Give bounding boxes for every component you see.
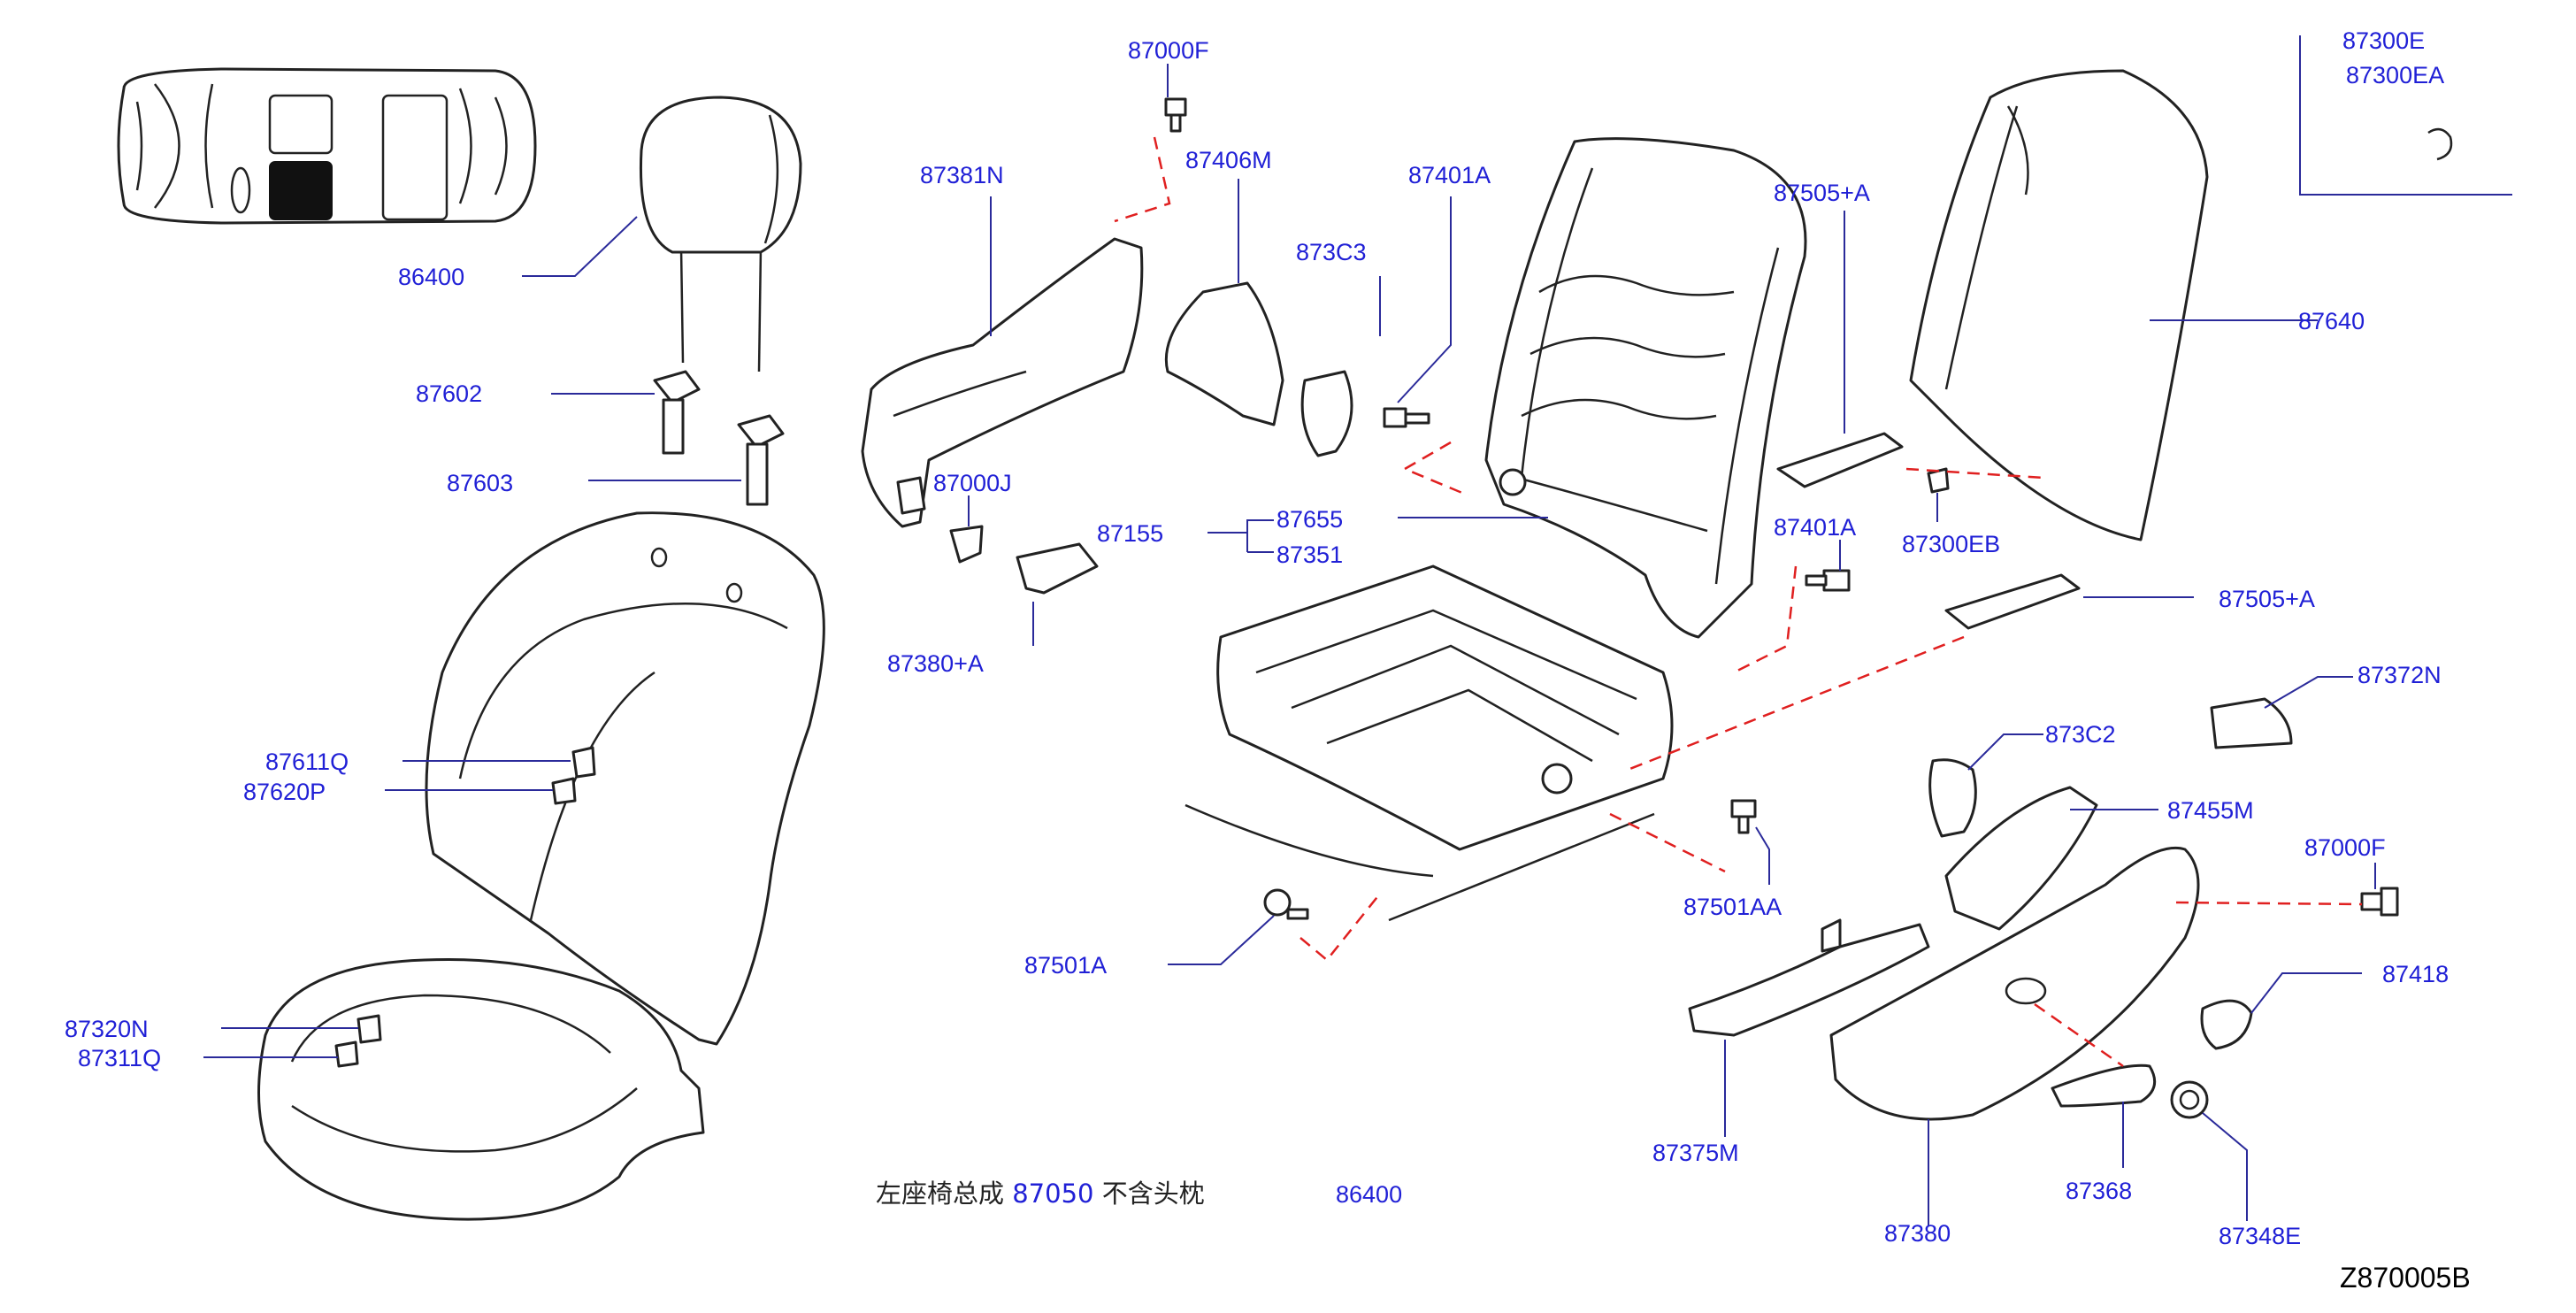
seatback-board [1909,69,2209,541]
screw-87501AA [1730,799,1757,834]
seatback-cover [425,511,825,1046]
part-label-87000F-right[interactable]: 87000F [2304,834,2386,861]
headrest-part [639,96,802,372]
part-label-87311Q[interactable]: 87311Q [78,1045,162,1071]
part-label-87372N[interactable]: 87372N [2358,662,2442,688]
bracket-87406M [1164,281,1284,426]
car-locator-icon [117,67,537,225]
part-label-87505A-mid[interactable]: 87505+A [2219,586,2315,612]
part-label-87155[interactable]: 87155 [1097,520,1164,547]
part-label-87368[interactable]: 87368 [2066,1178,2133,1204]
cap-87372N [2210,697,2293,749]
lever-cover-87505A-top [1776,432,1904,488]
part-label-87501AA[interactable]: 87501AA [1683,894,1782,920]
part-label-87501A[interactable]: 87501A [1024,952,1108,979]
part-label-87375M[interactable]: 87375M [1652,1140,1739,1166]
finisher-87375M [1688,918,1930,1037]
assembly-note-prefix: 左座椅总成 [876,1179,1005,1209]
part-label-873C2[interactable]: 873C2 [2045,721,2116,748]
bolt-87401A-top [1383,407,1430,428]
cover-873C2 [1928,758,1977,838]
assembly-note-number[interactable]: 87050 [1012,1179,1094,1209]
lever-87368 [2051,1063,2157,1108]
ring-87300E [2427,127,2453,161]
headrest-guide-87602 [653,370,701,455]
seatback-frame [1484,137,1807,639]
part-label-87300E[interactable]: 87300E [2342,27,2426,54]
clip-87000J [949,525,984,564]
part-label-87380[interactable]: 87380 [1884,1220,1951,1247]
part-label-87300EA[interactable]: 87300EA [2346,62,2445,88]
part-label-86400-note[interactable]: 86400 [1336,1181,1403,1208]
part-label-87406M[interactable]: 87406M [1185,147,1272,173]
side-shield-outer [1829,846,2200,1121]
part-label-87000J[interactable]: 87000J [933,470,1012,496]
part-label-87640[interactable]: 87640 [2298,308,2365,334]
bezel-87380A [1016,542,1099,595]
part-label-87000F[interactable]: 87000F [1128,37,1209,64]
part-label-87380A[interactable]: 87380+A [887,650,984,677]
knob-87418 [2200,999,2253,1050]
part-label-87655[interactable]: 87655 [1276,506,1344,533]
part-label-873C3[interactable]: 873C3 [1296,239,1367,265]
part-label-87620P[interactable]: 87620P [243,779,326,805]
part-label-87351[interactable]: 87351 [1276,541,1344,568]
reference-lines [1114,136,2363,1068]
part-label-87611Q[interactable]: 87611Q [265,749,349,775]
part-label-87320N[interactable]: 87320N [65,1016,149,1042]
assembly-note-suffix: 不含头枕 [1101,1179,1205,1209]
bolt-87000F-top [1164,97,1187,133]
assembly-note: 左座椅总成 87050 不含头枕 [876,1181,1205,1207]
part-label-87401A[interactable]: 87401A [1408,162,1491,188]
part-label-87455M[interactable]: 87455M [2167,797,2254,824]
part-label-86400[interactable]: 86400 [398,264,465,290]
diagram-code: Z870005B [2340,1262,2471,1294]
seat-cushion-frame [1184,564,1674,922]
part-label-87401A-mid[interactable]: 87401A [1774,514,1857,541]
clip-87300EB [1927,467,1950,494]
side-shield-inner [861,237,1144,528]
screw-87000F-right [2360,887,2399,917]
cover-873C3 [1300,370,1353,457]
part-label-87381N[interactable]: 87381N [920,162,1004,188]
part-label-87300EB[interactable]: 87300EB [1902,531,2001,557]
part-label-87602[interactable]: 87602 [416,380,483,407]
part-label-87348E[interactable]: 87348E [2219,1223,2302,1249]
cover-87455M [1944,786,2098,931]
cap-87348E [2170,1080,2209,1119]
lever-cover-87505A-mid [1944,573,2081,630]
part-label-87505A[interactable]: 87505+A [1774,180,1870,206]
headrest-guide-87603 [737,414,785,506]
screw-87501A [1263,888,1309,920]
seat-cushion-cover [257,957,705,1221]
part-label-87603[interactable]: 87603 [447,470,514,496]
leader-lines [203,35,2512,1225]
bolt-87401A-mid [1805,569,1851,592]
part-label-87418[interactable]: 87418 [2382,961,2450,987]
